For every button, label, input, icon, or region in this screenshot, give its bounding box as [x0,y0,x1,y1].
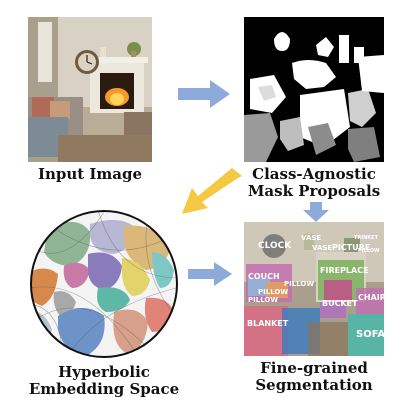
seg-label-pillow-4: PILLOW [358,248,380,254]
caption-mask-line1: Class-Agnostic [252,165,376,183]
seg-label-sofa: SOFA [356,329,384,340]
arrow-down-left-icon [182,168,242,214]
seg-label-trinket: TRINKET [354,235,379,241]
caption-segmentation: Fine-grained Segmentation [238,360,390,394]
seg-label-vase-1: VASE [301,234,321,242]
caption-mask-proposals: Class-Agnostic Mask Proposals [238,166,390,200]
hyperbolic-disk [30,210,178,358]
input-image [28,17,152,162]
seg-label-couch: COUCH [248,272,280,281]
seg-label-pillow-3: PILLOW [248,296,278,304]
arrow-right-bottom-icon [188,262,232,286]
caption-mask-line2: Mask Proposals [247,182,381,200]
seg-label-fireplace: FIREPLACE [320,266,369,275]
caption-input-image: Input Image [37,165,143,183]
mask-proposals-image [244,17,384,162]
seg-label-bucket: BUCKET [322,299,358,308]
caption-hyperbolic-line1: Hyperbolic [58,363,150,381]
arrow-right-top-icon [178,80,230,108]
seg-label-clock: CLOCK [258,241,292,251]
segmentation-image: CLOCK VASE VASE PICTURE TRINKET COUCH PI… [244,222,384,356]
seg-label-chair: CHAIR [358,293,384,302]
seg-label-vase-2: VASE [312,244,332,252]
seg-label-picture: PICTURE [332,243,370,252]
arrow-down-icon [303,202,329,222]
seg-label-blanket: BLANKET [247,319,289,328]
seg-label-pillow-2: PILLOW [258,288,288,296]
caption-hyperbolic: Hyperbolic Embedding Space [22,364,186,398]
caption-segmentation-line1: Fine-grained [260,359,368,377]
caption-segmentation-line2: Segmentation [255,376,373,394]
seg-label-pillow-1: PILLOW [284,280,314,288]
caption-hyperbolic-line2: Embedding Space [28,380,180,398]
